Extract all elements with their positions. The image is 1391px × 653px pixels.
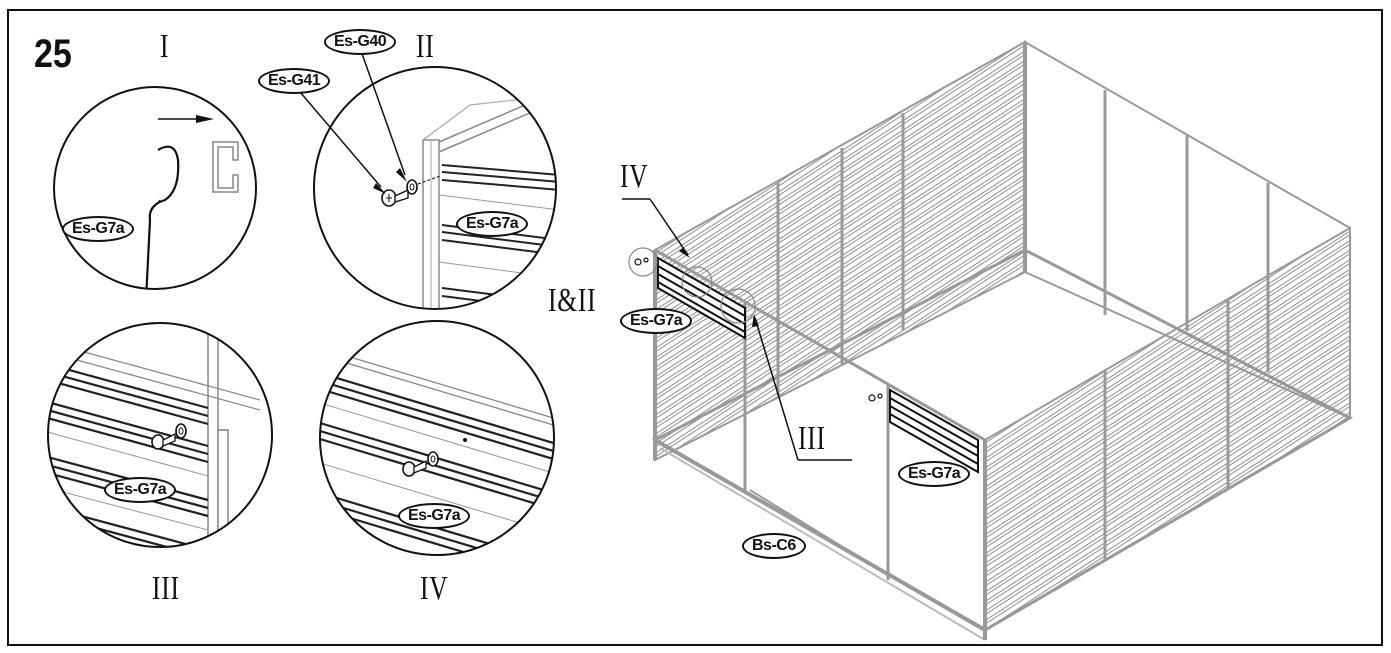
part-tag-es-g7a: Es-G7a (898, 461, 971, 487)
detail-label-II: II (416, 28, 435, 65)
detail-circle-I (144, 141, 239, 289)
part-tag-es-g7a: Es-G7a (104, 477, 177, 503)
detail-label-I: I (160, 28, 170, 65)
washer-icon (427, 451, 439, 467)
screw-icon (402, 459, 427, 477)
part-tag-es-g7a: Es-G7a (398, 503, 471, 529)
main-label-IV: IV (620, 158, 649, 195)
washer-icon (175, 423, 187, 439)
detail-label-III: III (152, 570, 180, 607)
part-tag-es-g41: Es-G41 (258, 68, 331, 94)
shed-frame (628, 40, 1354, 641)
part-tag-bs-c6: Bs-C6 (742, 533, 806, 559)
part-tag-es-g7a: Es-G7a (620, 308, 693, 334)
step-number: 25 (34, 32, 72, 76)
screw-icon (381, 188, 409, 207)
part-tag-es-g40: Es-G40 (324, 29, 397, 55)
part-tag-es-g7a: Es-G7a (62, 216, 135, 242)
main-label-I-II: I&II (548, 282, 597, 319)
main-label-III: III (798, 420, 826, 457)
screw-icon (151, 432, 176, 450)
detail-label-IV: IV (420, 570, 449, 607)
part-tag-es-g7a: Es-G7a (456, 211, 529, 237)
arrow-right-icon (158, 115, 214, 123)
washer-icon (406, 179, 418, 195)
